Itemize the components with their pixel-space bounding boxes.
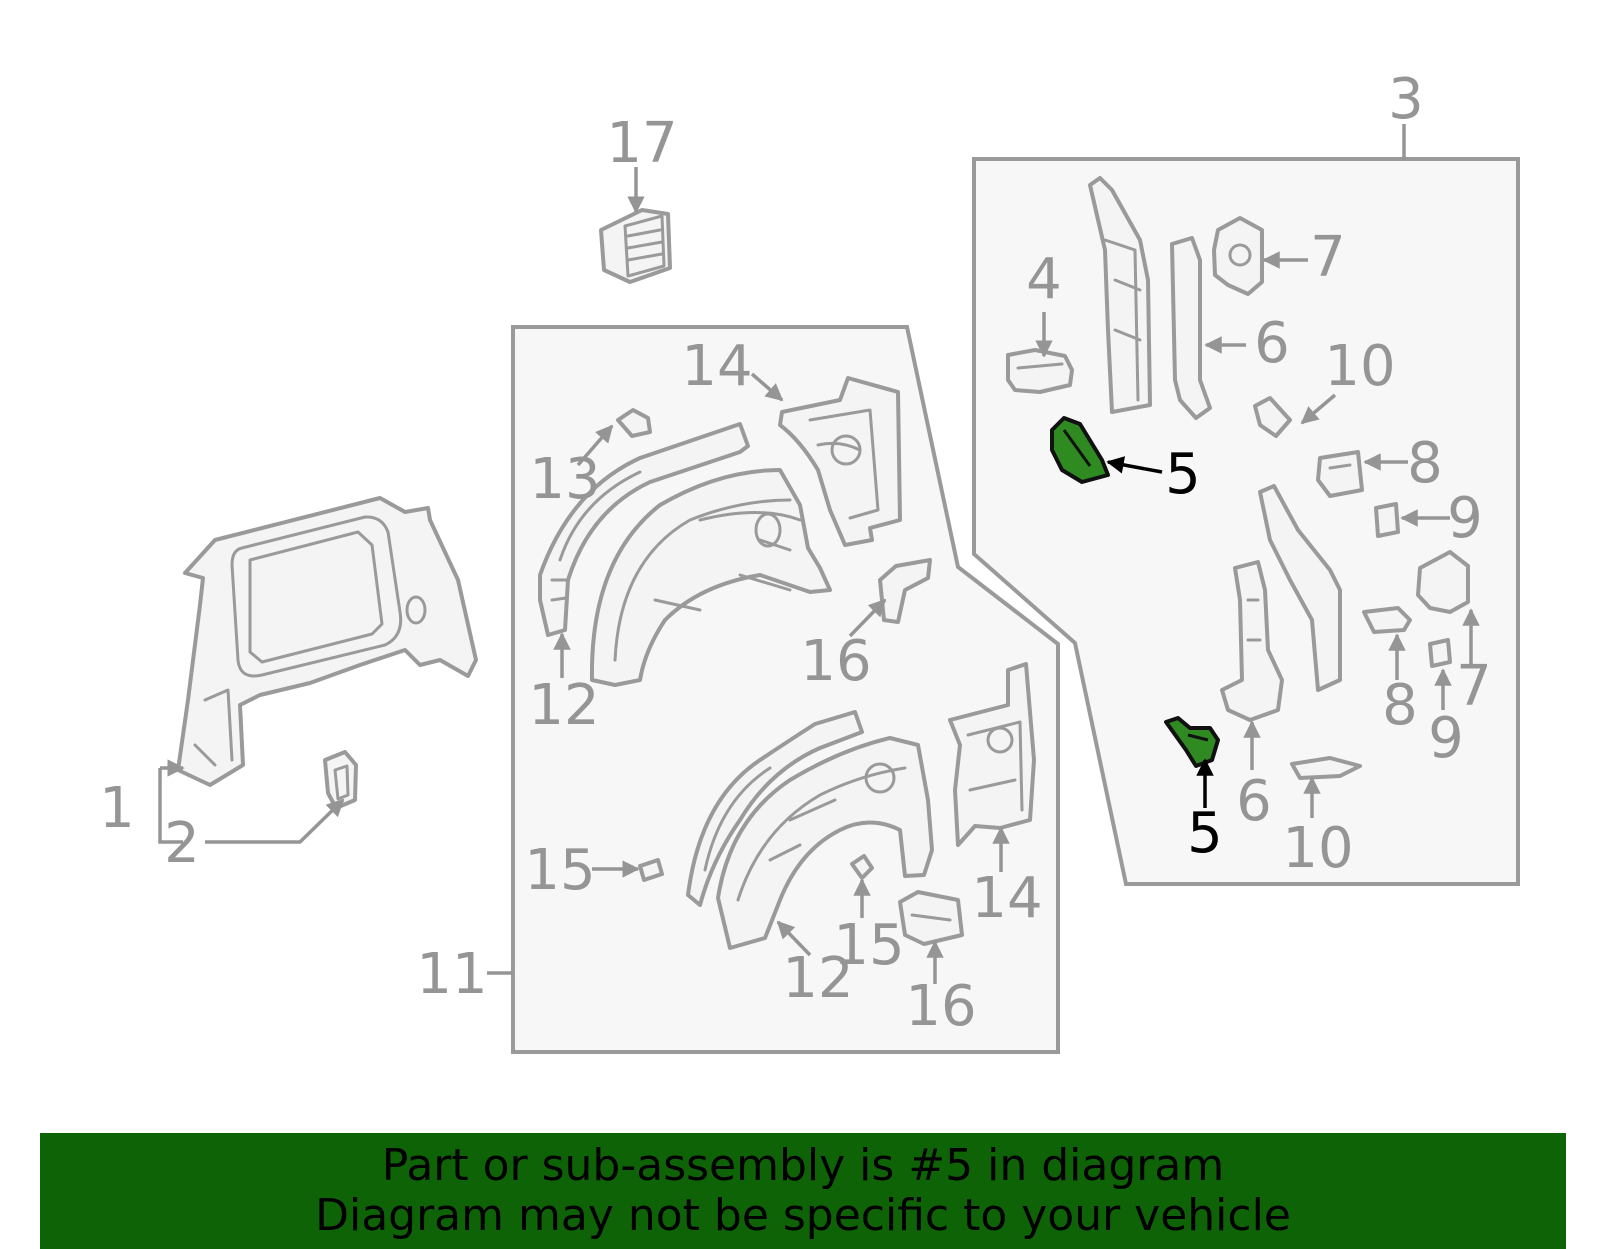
part-8-upper-bracket (1316, 450, 1364, 498)
part-17-vent (599, 208, 672, 284)
callout-13: 13 (529, 447, 600, 512)
callout-9-lower: 9 (1428, 706, 1464, 771)
callout-10-upper: 10 (1324, 334, 1395, 399)
part-5-upper-highlighted (1050, 416, 1110, 484)
part-15-lower-clip (850, 854, 874, 880)
part-6-lower-panel (1220, 560, 1284, 722)
callout-8-lower: 8 (1382, 673, 1418, 738)
callout-1: 1 (99, 776, 135, 841)
leader-2 (205, 798, 345, 844)
callout-5-lower: 5 (1187, 801, 1223, 866)
callout-14-lower: 14 (971, 866, 1042, 931)
callout-16-upper: 16 (800, 629, 871, 694)
part-12-lower-wheelhouse (716, 736, 934, 950)
callout-7-lower: 7 (1456, 654, 1492, 719)
part-1-quarter-panel (176, 496, 478, 787)
part-14-upper-panel (778, 376, 902, 547)
callout-5-upper: 5 (1165, 442, 1201, 507)
leader-lines (158, 124, 1480, 984)
banner-line-2: Diagram may not be specific to your vehi… (315, 1190, 1291, 1241)
part-2-bracket (323, 750, 358, 810)
part-6-upper-pillar (1170, 236, 1212, 420)
part-10-lower-bracket (1290, 756, 1362, 780)
part-12-lower-rail (686, 710, 864, 907)
part-10-upper-bracket (1253, 396, 1292, 438)
callout-3: 3 (1388, 67, 1424, 132)
leader-16a (848, 598, 887, 638)
part-7-lower-bracket (1416, 550, 1470, 614)
callout-15-center: 15 (833, 913, 904, 978)
callout-6-lower: 6 (1236, 769, 1272, 834)
leader-14a (750, 372, 784, 402)
leader-12b (776, 920, 812, 957)
part-9-upper-plate (1374, 502, 1400, 538)
callout-16-lower: 16 (905, 974, 976, 1039)
part-7-upper-bracket (1212, 216, 1264, 296)
part-6-pillar-left (1088, 176, 1152, 414)
callout-2: 2 (164, 811, 200, 876)
callout-15-left: 15 (524, 838, 595, 903)
part-16-lower-bracket (898, 890, 964, 946)
callout-10-lower: 10 (1282, 816, 1353, 881)
part-13-bracket (616, 408, 652, 438)
part-6-lower-pillar (1258, 484, 1342, 692)
callout-8-upper: 8 (1407, 431, 1443, 496)
callout-12-upper: 12 (528, 673, 599, 738)
part-12-upper-wheelhouse (589, 468, 832, 687)
callout-6-upper: 6 (1254, 311, 1290, 376)
leader-13 (576, 424, 614, 467)
part-5-lower-highlighted (1164, 716, 1220, 768)
callout-9-upper: 9 (1447, 486, 1483, 551)
part-15-upper-clip (638, 858, 664, 882)
callout-14-upper: 14 (681, 334, 752, 399)
part-4-bracket (1006, 348, 1074, 394)
part-8-lower-bracket (1362, 606, 1412, 634)
callout-7-upper: 7 (1310, 225, 1346, 290)
leader-1-bracket (158, 768, 183, 844)
leader-10a (1300, 393, 1337, 425)
part-12-upper-rail (538, 422, 750, 637)
banner-line-1: Part or sub-assembly is #5 in diagram (381, 1140, 1225, 1191)
leader-5a (1106, 456, 1163, 474)
callout-12-lower: 12 (782, 946, 853, 1011)
callout-17: 17 (606, 111, 677, 176)
callout-4: 4 (1026, 247, 1062, 312)
part-9-lower-plate (1428, 638, 1452, 668)
info-banner: Part or sub-assembly is #5 in diagram Di… (40, 1133, 1566, 1249)
callout-11: 11 (416, 942, 487, 1007)
part-14-lower-panel (948, 662, 1036, 847)
